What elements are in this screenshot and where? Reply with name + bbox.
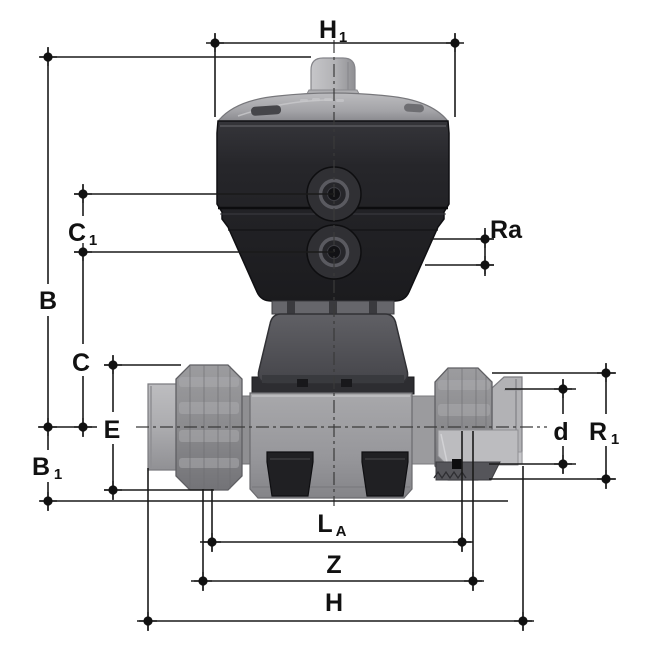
cap-slot-right (404, 103, 424, 113)
label-e: E (104, 416, 121, 444)
label-b1: B (32, 453, 50, 481)
label-r1-sub: 1 (611, 431, 619, 448)
label-c1-sub: 1 (89, 232, 97, 249)
label-la: L (317, 510, 332, 538)
collar-notch (329, 301, 337, 314)
label-c1: C (68, 219, 86, 247)
threaded-boss-left (266, 451, 314, 497)
label-bg-c (66, 344, 96, 376)
cutaway-key-square (452, 459, 462, 469)
label-b1-sub: 1 (54, 466, 62, 483)
centerlines (136, 40, 547, 506)
cap-highlight (237, 99, 334, 117)
bonnet-bottom-band (262, 375, 404, 383)
label-bg-b1 (24, 450, 68, 482)
label-r1: R (589, 418, 607, 446)
cap-embossed-marks (300, 98, 344, 102)
label-bg-b (33, 284, 63, 316)
cap-slot-left (251, 105, 282, 116)
label-d: d (553, 418, 568, 446)
label-h1-sub: 1 (339, 29, 347, 46)
label-h: H (325, 589, 343, 617)
union-nut-left-knurling (179, 377, 239, 468)
collar-notch (369, 301, 377, 314)
union-nut-right-ribs (447, 368, 487, 428)
collar-notch (287, 301, 295, 314)
label-bg-r1 (583, 414, 625, 446)
label-la-sub: A (336, 523, 347, 540)
label-bg-c1 (62, 216, 104, 248)
label-c: C (72, 349, 90, 377)
label-bg-e (97, 412, 127, 444)
bonnet-tab (297, 379, 308, 387)
union-nut-right-knurling (438, 380, 490, 416)
right-connector-collar (411, 395, 437, 465)
actuator-cap (218, 92, 448, 126)
threaded-boss-right (361, 451, 409, 497)
dimension-lines (24, 33, 625, 631)
dimension-labels: H 1 B C 1 C E B 1 Ra d R 1 L A Z H (32, 16, 619, 617)
valve-illustration (147, 57, 523, 499)
label-z: Z (326, 551, 341, 579)
cutaway-connector-section (437, 429, 519, 466)
label-bg-d (547, 414, 575, 446)
label-ra: Ra (490, 216, 523, 244)
bonnet-tab (341, 379, 352, 387)
label-h1: H (319, 16, 337, 44)
cutaway-highlight (440, 433, 448, 463)
label-b: B (39, 287, 57, 315)
pipe-break-serration (433, 470, 467, 480)
bonnet (257, 313, 409, 384)
